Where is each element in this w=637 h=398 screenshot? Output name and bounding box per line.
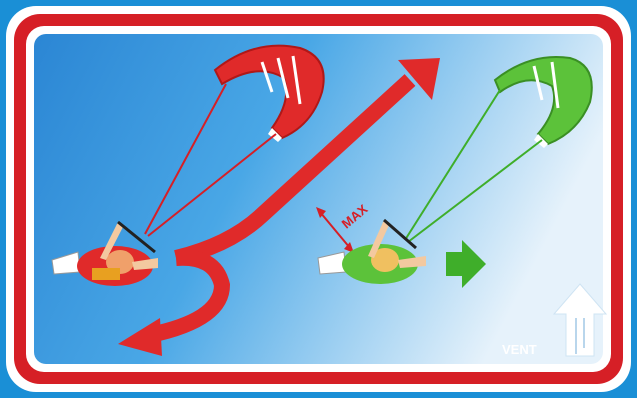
wind-label: VENT <box>502 342 537 357</box>
